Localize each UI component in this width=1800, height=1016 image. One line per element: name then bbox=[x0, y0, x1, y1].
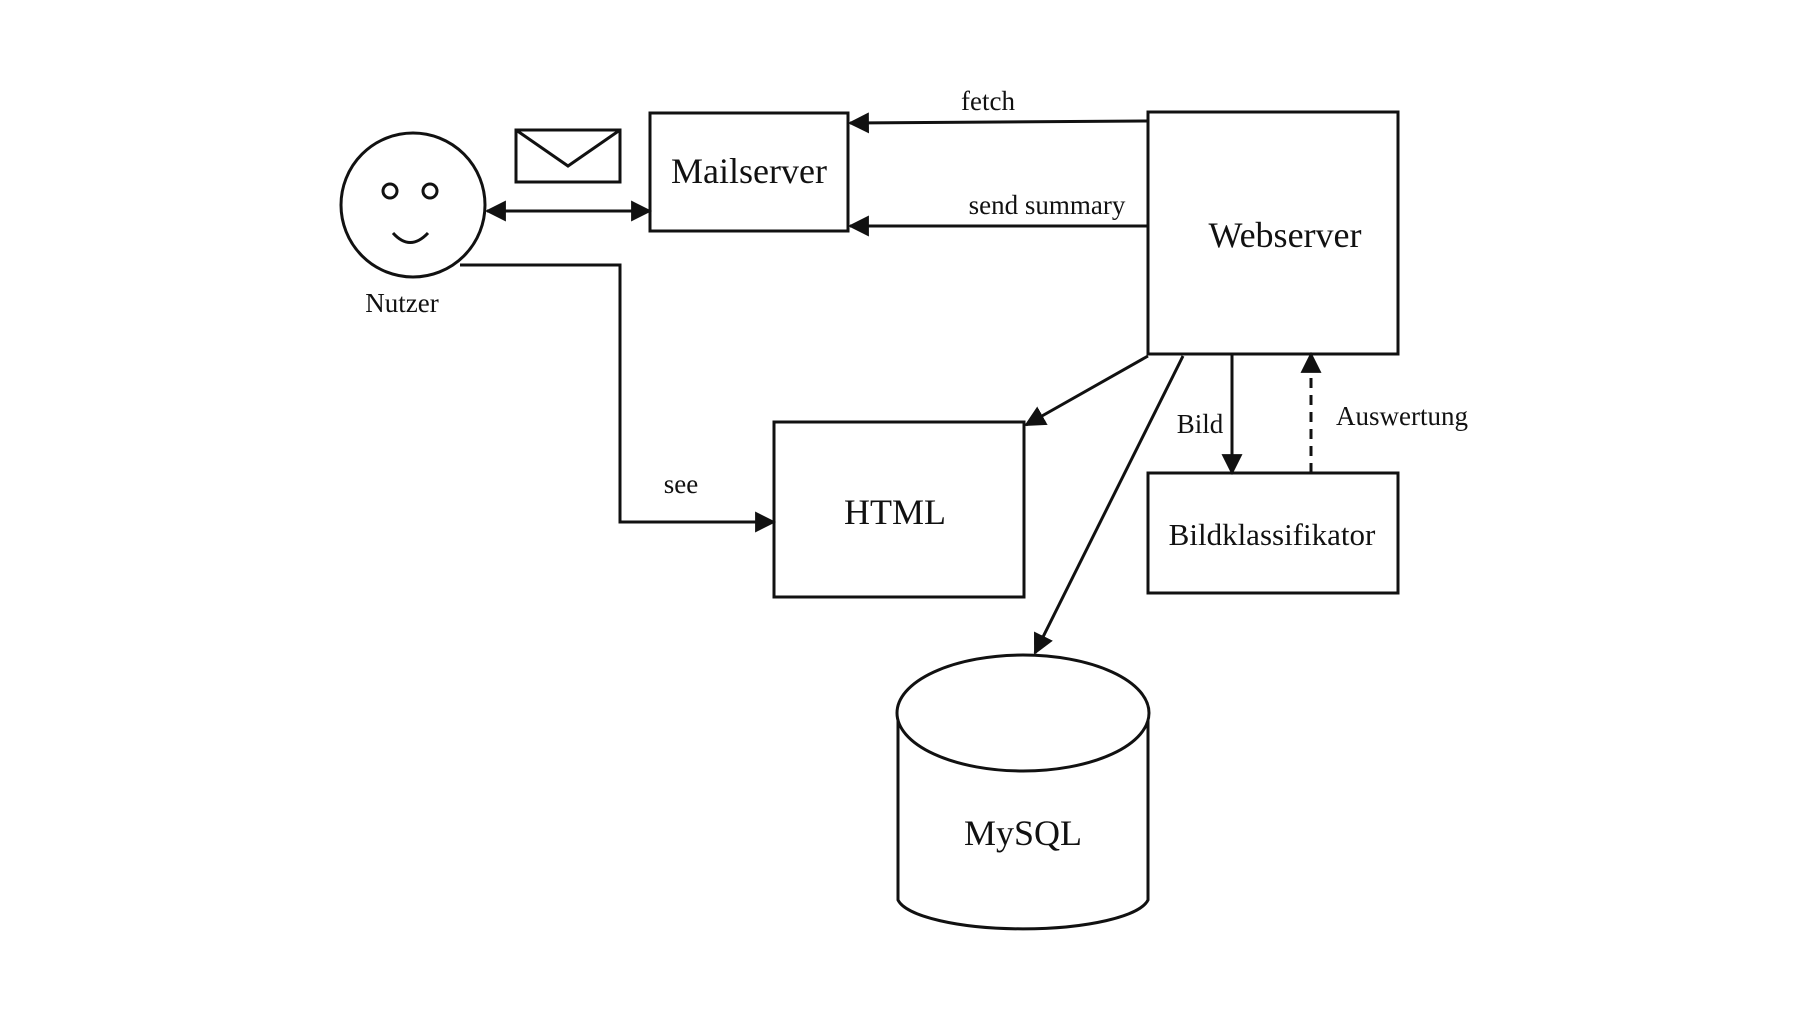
bild-label: Bild bbox=[1177, 409, 1224, 439]
html-label: HTML bbox=[844, 492, 946, 532]
mailserver-node: Mailserver bbox=[648, 111, 850, 233]
mailserver-label: Mailserver bbox=[671, 151, 827, 191]
user-label: Nutzer bbox=[365, 288, 438, 318]
send-summary-label: send summary bbox=[969, 190, 1126, 220]
mysql-database-node: MySQL bbox=[895, 653, 1151, 931]
edge-see: see bbox=[460, 263, 777, 533]
fetch-label: fetch bbox=[961, 86, 1015, 116]
edge-send-summary: send summary bbox=[847, 190, 1148, 237]
edge-fetch: fetch bbox=[847, 86, 1149, 134]
mysql-label: MySQL bbox=[964, 813, 1082, 853]
user-node: Nutzer bbox=[339, 131, 487, 318]
edge-webserver-mysql bbox=[1033, 355, 1185, 655]
auswertung-label: Auswertung bbox=[1336, 401, 1468, 431]
classifier-label: Bildklassifikator bbox=[1169, 517, 1376, 552]
edge-bild: Bild bbox=[1177, 354, 1243, 476]
webserver-label: Webserver bbox=[1208, 215, 1361, 255]
see-label: see bbox=[664, 469, 698, 499]
edge-auswertung: Auswertung bbox=[1300, 351, 1468, 473]
smiley-user-icon bbox=[339, 131, 487, 279]
webserver-node: Webserver bbox=[1146, 110, 1400, 356]
classifier-node: Bildklassifikator bbox=[1146, 471, 1400, 595]
html-node: HTML bbox=[772, 420, 1026, 599]
edge-webserver-html bbox=[1024, 354, 1149, 427]
envelope-icon bbox=[514, 128, 622, 184]
